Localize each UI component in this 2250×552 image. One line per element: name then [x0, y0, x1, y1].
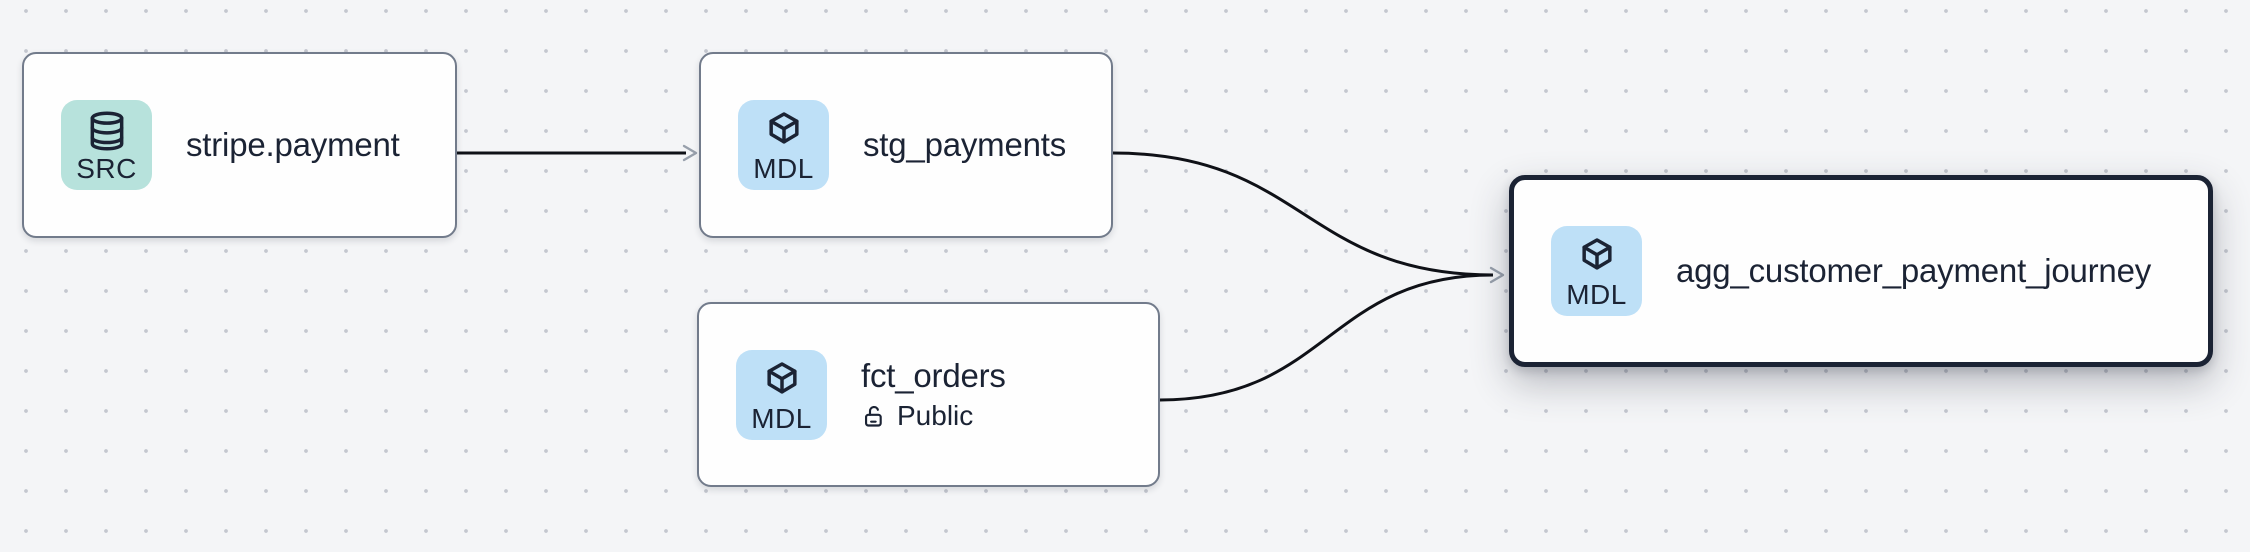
badge-label: SRC [76, 153, 137, 184]
edge-stripe-payment-to-stg-payments[interactable] [457, 144, 698, 162]
cube-icon [766, 361, 797, 394]
source-badge: SRC [61, 100, 152, 190]
arrowhead-icon [682, 144, 698, 162]
model-badge: MDL [738, 100, 829, 190]
cube-icon [768, 112, 799, 144]
edge-fct-orders-to-agg-customer-payment-journey[interactable] [1159, 266, 1505, 402]
node-agg-customer-payment-journey[interactable]: MDL agg_customer_payment_journey [1509, 175, 2213, 367]
model-badge: MDL [736, 349, 827, 440]
edge-stg-payments-to-agg-customer-payment-journey[interactable] [1112, 151, 1494, 277]
access-status: Public [861, 400, 1006, 432]
node-fct-orders[interactable]: MDL fct_orders Public [697, 302, 1160, 487]
badge-label: MDL [751, 402, 812, 434]
database-icon [90, 111, 123, 151]
node-title: stg_payments [863, 126, 1067, 164]
node-title: fct_orders [861, 356, 1006, 394]
access-label: Public [897, 400, 974, 432]
cube-icon [1581, 238, 1612, 270]
node-stg-payments[interactable]: MDL stg_payments [699, 52, 1113, 238]
badge-label: MDL [753, 153, 814, 184]
badge-label: MDL [1566, 279, 1627, 310]
model-badge: MDL [1551, 226, 1642, 316]
node-title: agg_customer_payment_journey [1676, 252, 2152, 290]
arrowhead-icon [1489, 266, 1505, 284]
lock-open-icon [864, 405, 882, 427]
node-title: stripe.payment [186, 126, 400, 164]
node-stripe-payment[interactable]: SRC stripe.payment [22, 52, 457, 238]
